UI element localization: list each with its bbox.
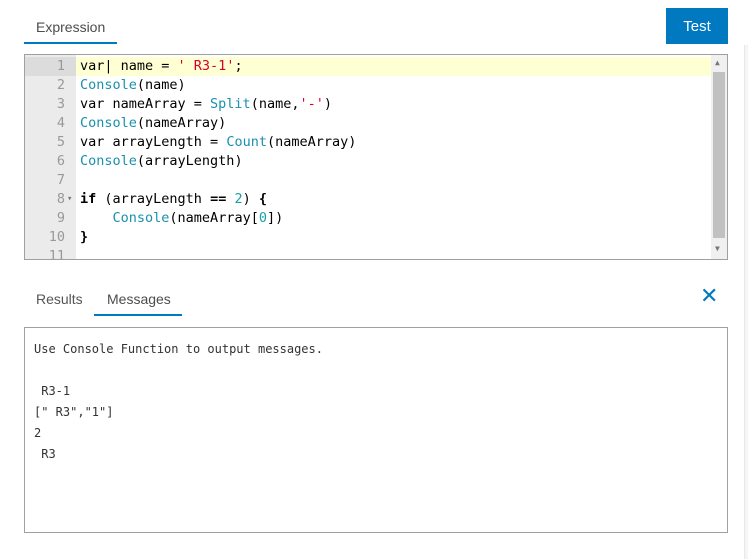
code-token: Split bbox=[210, 96, 251, 112]
code-token: { bbox=[258, 191, 268, 207]
test-button[interactable]: Test bbox=[666, 8, 728, 44]
messages-output: Use Console Function to output messages.… bbox=[24, 327, 728, 533]
line-gutter bbox=[25, 55, 76, 259]
line-number: 8 bbox=[56, 191, 65, 207]
scroll-up-icon[interactable]: ▲ bbox=[715, 58, 720, 67]
code-token: (nameArray) bbox=[136, 115, 227, 131]
code-line[interactable]: Console(nameArray) bbox=[80, 114, 226, 133]
active-line-gutter bbox=[25, 57, 76, 76]
code-token: (name, bbox=[250, 96, 300, 112]
line-number: 1 bbox=[56, 58, 65, 74]
line-number: 11 bbox=[48, 248, 65, 260]
side-panel-edge bbox=[744, 45, 748, 559]
code-token: ) bbox=[323, 96, 332, 112]
line-number: 3 bbox=[56, 96, 65, 112]
code-line[interactable]: Console(nameArray[0]) bbox=[80, 209, 284, 228]
code-line[interactable]: Console(arrayLength) bbox=[80, 152, 243, 171]
code-token: == bbox=[210, 191, 227, 207]
tab-messages[interactable]: Messages bbox=[107, 291, 171, 307]
code-token: (nameArray) bbox=[266, 134, 357, 150]
code-token: (nameArray[ bbox=[169, 210, 259, 226]
code-token: Console bbox=[112, 210, 170, 226]
message-line: Use Console Function to output messages. bbox=[34, 342, 323, 356]
tab-messages-underline bbox=[94, 314, 182, 316]
code-token: | name = bbox=[104, 58, 178, 74]
line-number: 7 bbox=[56, 172, 65, 188]
line-number: 6 bbox=[56, 153, 65, 169]
message-line: R3 bbox=[34, 447, 56, 461]
code-token: ) bbox=[242, 191, 259, 207]
code-token: Count bbox=[226, 134, 267, 150]
message-line: [" R3","1"] bbox=[34, 405, 114, 419]
close-icon[interactable]: ✕ bbox=[700, 283, 719, 308]
code-token: } bbox=[80, 229, 89, 245]
code-token bbox=[80, 210, 113, 226]
code-token: '-' bbox=[299, 96, 324, 112]
tab-expression-underline bbox=[24, 42, 117, 44]
code-line[interactable]: Console(name) bbox=[80, 76, 186, 95]
code-token: 0 bbox=[258, 210, 267, 226]
message-line: 2 bbox=[34, 426, 42, 440]
code-token: ' R3-1' bbox=[177, 58, 235, 74]
line-number: 9 bbox=[56, 210, 65, 226]
code-token: if bbox=[80, 191, 97, 207]
active-line-highlight bbox=[76, 57, 711, 76]
code-line[interactable]: var nameArray = Split(name,'-') bbox=[80, 95, 332, 114]
code-token: var bbox=[80, 58, 105, 74]
line-number: 2 bbox=[56, 77, 65, 93]
scroll-down-icon[interactable]: ▼ bbox=[715, 244, 720, 253]
line-number: 5 bbox=[56, 134, 65, 150]
scrollbar-thumb[interactable] bbox=[713, 72, 725, 238]
code-token: Console bbox=[80, 153, 137, 169]
code-token: (name) bbox=[136, 77, 186, 93]
line-number: 4 bbox=[56, 115, 65, 131]
code-line[interactable]: } bbox=[80, 228, 88, 247]
code-line[interactable]: if (arrayLength == 2) { bbox=[80, 190, 267, 209]
code-token: var nameArray = bbox=[80, 96, 211, 112]
code-token: 2 bbox=[234, 191, 243, 207]
tab-expression[interactable]: Expression bbox=[36, 19, 106, 35]
code-token: Console bbox=[80, 115, 137, 131]
code-token: Console bbox=[80, 77, 137, 93]
tab-results[interactable]: Results bbox=[36, 291, 83, 307]
fold-icon[interactable]: ▾ bbox=[67, 194, 73, 204]
code-token: ; bbox=[234, 58, 243, 74]
code-line[interactable]: var| name = ' R3-1'; bbox=[80, 57, 243, 76]
code-token: (arrayLength) bbox=[136, 153, 243, 169]
editor-scrollbar[interactable]: ▲ ▼ bbox=[711, 55, 727, 259]
code-line[interactable]: var arrayLength = Count(nameArray) bbox=[80, 133, 356, 152]
message-line: R3-1 bbox=[34, 384, 71, 398]
code-token: (arrayLength bbox=[96, 191, 211, 207]
code-token: ]) bbox=[266, 210, 284, 226]
line-number: 10 bbox=[48, 229, 65, 245]
code-token: var arrayLength = bbox=[80, 134, 227, 150]
